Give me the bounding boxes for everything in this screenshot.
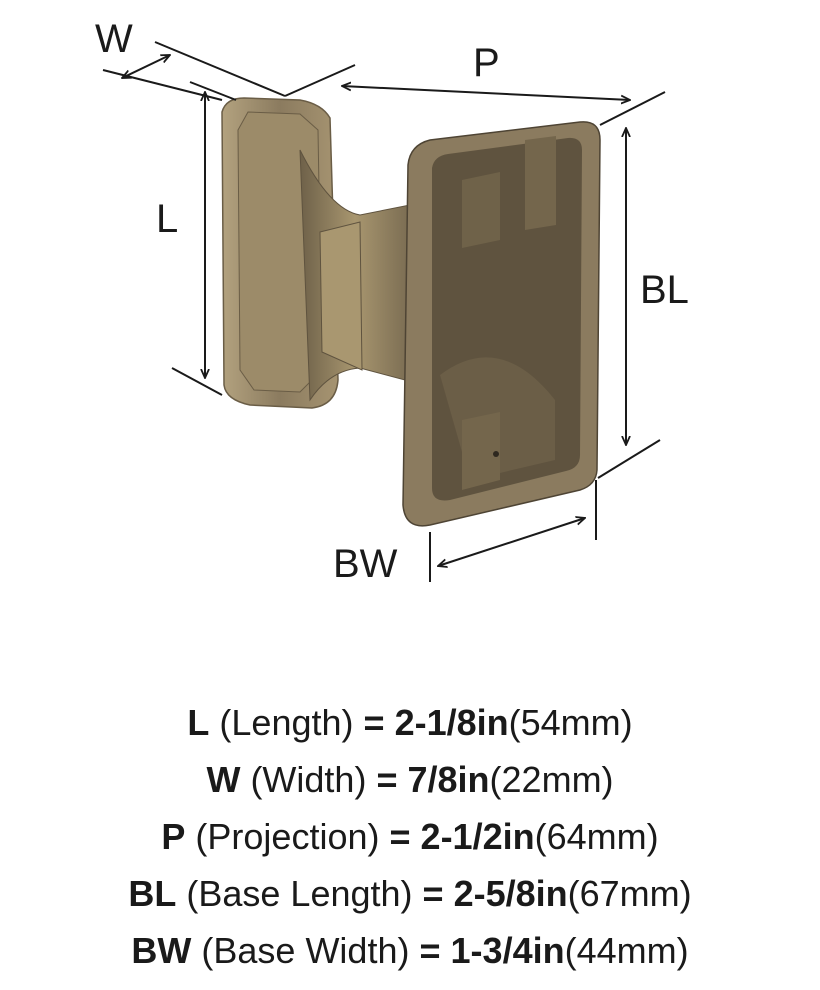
spec-mm: (22mm) bbox=[489, 759, 614, 800]
spec-equals: = bbox=[376, 759, 398, 800]
spec-width: W (Width) = 7/8in(22mm) bbox=[0, 751, 820, 808]
spec-base-length: BL (Base Length) = 2-5/8in(67mm) bbox=[0, 865, 820, 922]
spec-name: (Base Width) bbox=[201, 930, 410, 971]
spec-code: BL bbox=[128, 873, 177, 914]
spec-projection: P (Projection) = 2-1/2in(64mm) bbox=[0, 808, 820, 865]
knob-illustration bbox=[221, 97, 601, 527]
spec-code: W bbox=[206, 759, 241, 800]
spec-name: (Base Length) bbox=[186, 873, 413, 914]
spec-inches: 2-5/8in bbox=[453, 873, 568, 914]
spec-base-width: BW (Base Width) = 1-3/4in(44mm) bbox=[0, 922, 820, 979]
spec-name: (Projection) bbox=[195, 816, 380, 857]
spec-length: L (Length) = 2-1/8in(54mm) bbox=[0, 694, 820, 751]
dimension-specs: L (Length) = 2-1/8in(54mm) W (Width) = 7… bbox=[0, 694, 820, 979]
spec-inches: 2-1/8in bbox=[394, 702, 509, 743]
dimension-label-bw: BW bbox=[333, 542, 398, 586]
spec-name: (Width) bbox=[250, 759, 367, 800]
dimension-label-p: P bbox=[473, 41, 500, 85]
spec-equals: = bbox=[363, 702, 385, 743]
spec-code: BW bbox=[131, 930, 192, 971]
dimension-label-bl: BL bbox=[640, 268, 689, 312]
spec-mm: (64mm) bbox=[534, 816, 659, 857]
spec-code: P bbox=[161, 816, 186, 857]
knob-dimension-drawing: W P L BL BW bbox=[95, 17, 689, 586]
spec-inches: 2-1/2in bbox=[420, 816, 535, 857]
dimension-label-w: W bbox=[95, 17, 133, 61]
dimension-lines bbox=[102, 41, 666, 582]
spec-equals: = bbox=[419, 930, 441, 971]
spec-mm: (54mm) bbox=[508, 702, 633, 743]
spec-equals: = bbox=[422, 873, 444, 914]
spec-inches: 7/8in bbox=[407, 759, 490, 800]
spec-mm: (67mm) bbox=[567, 873, 692, 914]
spec-mm: (44mm) bbox=[564, 930, 689, 971]
dimension-label-l: L bbox=[156, 197, 178, 241]
spec-equals: = bbox=[389, 816, 411, 857]
spec-code: L bbox=[187, 702, 210, 743]
spec-inches: 1-3/4in bbox=[450, 930, 565, 971]
spec-name: (Length) bbox=[219, 702, 354, 743]
